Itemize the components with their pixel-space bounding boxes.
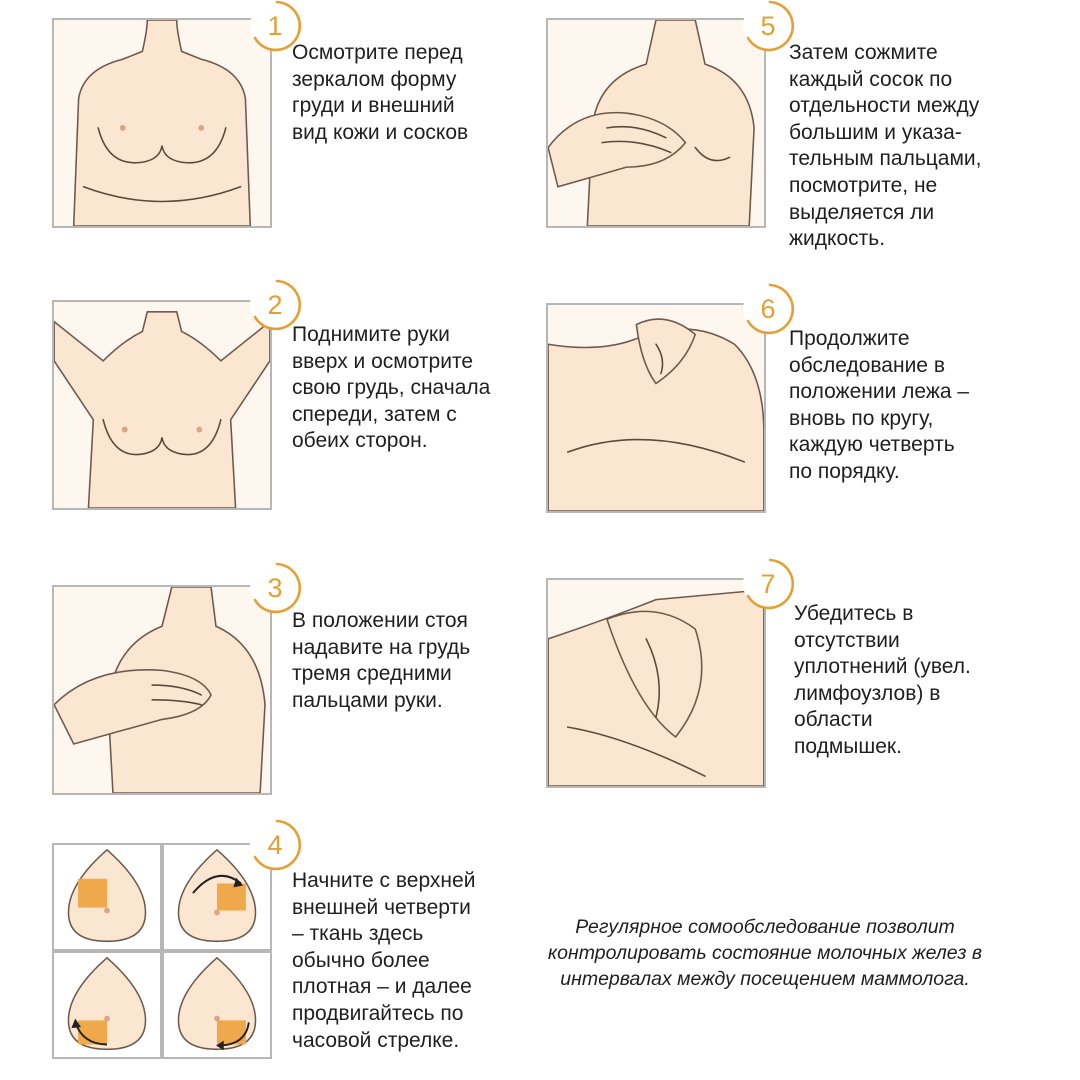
step-5-number: 5 [760, 11, 776, 41]
step-4-illustration [52, 843, 272, 1059]
step-6-number-badge: 6 [746, 283, 795, 335]
step-3-number-badge: 3 [253, 562, 302, 614]
step-4-number-badge: 4 [253, 819, 302, 871]
step-6-text: Продолжите обследование в положении лежа… [789, 327, 970, 483]
step-2-text: Поднимите руки вверх и осмотрите свою гр… [292, 323, 491, 453]
step-1-number-badge: 1 [253, 0, 302, 52]
quadrant-upper-outer [52, 843, 162, 951]
step-3-text: В положении стоя надавите на грудь тремя… [292, 609, 471, 712]
lying-palpation-illustration [548, 318, 764, 511]
step-5-illustration [546, 18, 766, 228]
step-4-text: Начните с верхней внешней четверти – тка… [292, 869, 476, 1052]
breast-quadrant-3-icon [67, 956, 147, 1051]
step-1-text: Осмотрите перед зеркалом форму груди и в… [292, 41, 469, 144]
step-7-illustration [546, 578, 766, 788]
nipple-squeeze-illustration [548, 20, 755, 226]
step-7-number: 7 [760, 569, 776, 599]
step-3-illustration [52, 585, 272, 795]
step-7-number-badge: 7 [746, 558, 795, 610]
step-1-number: 1 [267, 11, 283, 41]
quadrant-lower-inner [162, 951, 272, 1059]
arms-raised-illustration [54, 311, 270, 508]
quadrant-lower-outer [52, 951, 162, 1059]
step-6-illustration [546, 303, 766, 513]
step-2-illustration [52, 300, 272, 510]
step-2-number: 2 [267, 290, 283, 320]
step-1-illustration [52, 18, 272, 228]
footer-note: Регулярное сомообследование позволит кон… [547, 916, 983, 990]
breast-quadrant-2-icon [177, 848, 257, 943]
step-2-number-badge: 2 [253, 279, 302, 331]
step-4-number: 4 [267, 830, 283, 860]
step-5-number-badge: 5 [746, 0, 795, 52]
breast-quadrant-4-icon [177, 956, 257, 1051]
breast-quadrant-1-icon [67, 848, 147, 943]
step-6-number: 6 [760, 294, 776, 324]
step-3-number: 3 [267, 573, 283, 603]
step-7-text: Убедитесь в отсутствии уплотнений (увел.… [794, 602, 971, 758]
quadrant-upper-inner [162, 843, 272, 951]
palpation-standing-illustration [54, 587, 266, 793]
armpit-check-illustration [548, 589, 764, 786]
step-5-text: Затем сожмите каждый сосок по отдельност… [789, 41, 982, 251]
torso-front-illustration [72, 20, 252, 226]
